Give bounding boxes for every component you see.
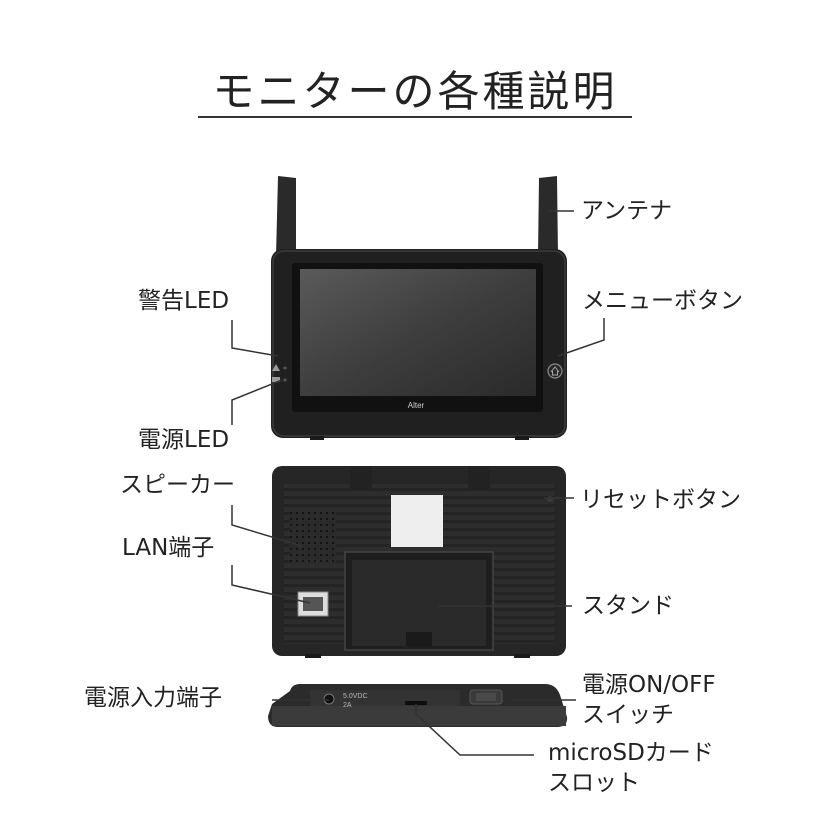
callout-warning-led xyxy=(231,320,279,357)
monitor-front: Alter xyxy=(271,176,567,440)
callout-power-led xyxy=(231,379,283,425)
label-antenna: アンテナ xyxy=(581,198,673,224)
warning-led-icon xyxy=(272,364,280,371)
title-underline xyxy=(198,116,632,118)
label-power-led: 電源LED xyxy=(138,427,230,453)
label-microsd-line1: microSDカード xyxy=(548,740,714,766)
power-led-icon xyxy=(272,377,280,382)
label-power-switch-line1: 電源ON/OFF xyxy=(582,672,716,698)
speaker-grill xyxy=(290,512,336,564)
label-power-input: 電源入力端子 xyxy=(84,685,222,711)
label-menu-button: メニューボタン xyxy=(582,288,743,314)
monitor-bottom: 5.0VDC 2A xyxy=(268,684,568,727)
home-icon xyxy=(550,366,560,376)
antenna-left xyxy=(276,176,296,256)
label-warning-led: 警告LED xyxy=(138,288,230,314)
callout-speaker xyxy=(231,505,303,547)
label-stand: スタンド xyxy=(582,593,674,619)
callout-lan-port xyxy=(231,565,311,604)
label-reset-button: リセットボタン xyxy=(580,487,741,513)
callout-microsd xyxy=(415,704,534,756)
menu-button xyxy=(547,363,563,379)
label-sticker xyxy=(391,495,443,547)
label-power-switch: 電源ON/OFF スイッチ xyxy=(582,670,782,730)
label-speaker: スピーカー xyxy=(120,472,235,498)
microsd-slot xyxy=(405,701,427,705)
antenna-right xyxy=(538,176,558,256)
monitor-back xyxy=(272,466,566,658)
dc-jack xyxy=(323,693,335,705)
label-lan-port: LAN端子 xyxy=(122,535,215,561)
callout-menu-button xyxy=(557,318,605,357)
callout-lines xyxy=(231,210,605,756)
page-title: モニターの各種説明 xyxy=(212,67,618,116)
port-print-voltage: 5.0VDC xyxy=(343,693,368,700)
port-print-current: 2A xyxy=(343,702,352,709)
label-microsd-line2: スロット xyxy=(548,770,640,796)
screen xyxy=(300,269,536,396)
brand-logo: Alter xyxy=(408,401,425,410)
label-power-switch-line2: スイッチ xyxy=(582,702,674,728)
label-microsd: microSDカード スロット xyxy=(548,738,788,798)
